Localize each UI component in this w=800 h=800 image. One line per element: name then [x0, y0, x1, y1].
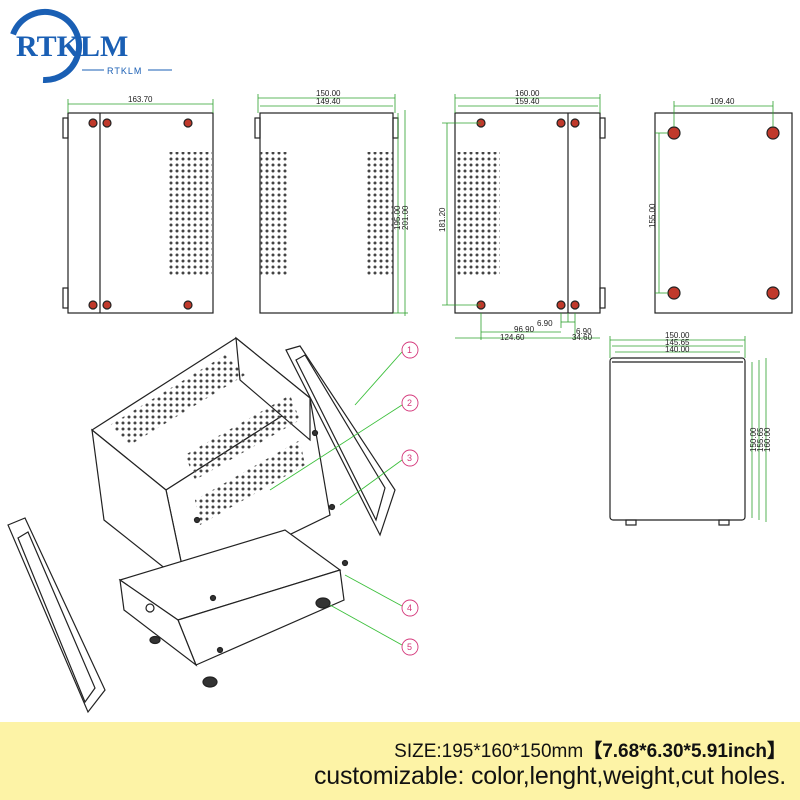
- dim-right-b: 6.90: [576, 327, 592, 336]
- dim-panel-h2: 155.65: [756, 427, 765, 452]
- side-view-right: [442, 94, 606, 340]
- dim-right-d: 124.60: [500, 333, 525, 342]
- exploded-view: [7, 336, 396, 714]
- svg-text:3: 3: [407, 453, 412, 463]
- size-line: SIZE:195*160*150mm【7.68*6.30*5.91inch】: [394, 736, 786, 763]
- end-panel-view: [609, 336, 767, 526]
- dim-bottom-hole-y: 155.00: [648, 203, 657, 228]
- brand-logo: RTKLM RTKLM: [8, 9, 172, 83]
- dim-right-c: 96.90: [514, 325, 535, 334]
- front-view: [254, 94, 408, 316]
- dim-front-height-inner: 195.00: [393, 205, 402, 230]
- dim-panel-h3: 160.00: [763, 427, 772, 452]
- callout-1: 1: [401, 341, 419, 359]
- dim-panel-h1: 150.00: [749, 427, 758, 452]
- bottom-view: [654, 101, 793, 314]
- dim-bottom-hole-x: 109.40: [710, 97, 735, 106]
- dim-panel-w3: 140.00: [665, 345, 690, 354]
- dim-right-e: 34.60: [572, 333, 593, 342]
- side-view-left: [62, 99, 214, 314]
- spec-footer: SIZE:195*160*150mm【7.68*6.30*5.91inch】 c…: [0, 722, 800, 800]
- svg-text:2: 2: [407, 398, 412, 408]
- dim-panel-w1: 150.00: [665, 331, 690, 340]
- callout-markers: 1 2 3 4 5: [401, 341, 419, 656]
- logo-text: RTKLM: [16, 30, 128, 63]
- callout-leaders: [269, 351, 403, 646]
- size-inch: 【7.68*6.30*5.91inch】: [583, 741, 786, 762]
- callout-3: 3: [401, 449, 419, 467]
- dim-right-width-outer: 160.00: [515, 89, 540, 98]
- dim-front-width-outer: 150.00: [316, 89, 341, 98]
- customizable-line: customizable: color,lenght,weight,cut ho…: [313, 762, 786, 790]
- dim-front-height-outer: 201.00: [401, 205, 410, 230]
- callout-2: 2: [401, 394, 419, 412]
- callout-4: 4: [401, 599, 419, 617]
- dim-side-width: 163.70: [128, 95, 153, 104]
- dim-right-hole-span: 181.20: [438, 207, 447, 232]
- svg-text:5: 5: [407, 642, 412, 652]
- callout-5: 5: [401, 638, 419, 656]
- svg-text:4: 4: [407, 603, 412, 613]
- dim-right-a: 6.90: [537, 319, 553, 328]
- size-mm: 195*160*150mm: [441, 741, 584, 762]
- dim-right-width-inner: 159.40: [515, 97, 540, 106]
- dim-front-width-inner: 149.40: [316, 97, 341, 106]
- dim-panel-w2: 145.65: [665, 338, 690, 347]
- svg-text:1: 1: [407, 345, 412, 355]
- logo-subtitle: RTKLM: [107, 66, 142, 76]
- size-prefix: SIZE:: [394, 741, 442, 762]
